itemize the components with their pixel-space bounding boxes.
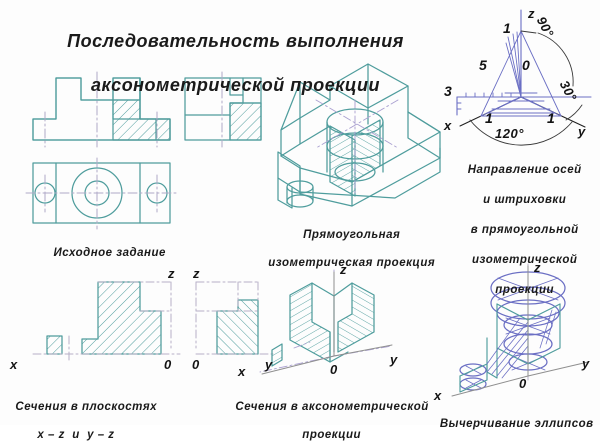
axes-value-1-top: 1 [503,20,512,36]
caption-ellipses: Вычерчивание эллипсов [428,403,598,431]
caption-isometric-line-2: изометрическая проекция [268,257,436,269]
caption-axes-line-5: проекции [495,284,555,296]
ellipses-label-y: y [582,356,590,371]
page-title-line-2: аксонометрической проекции [91,75,380,95]
axes-label-z: z [528,6,535,21]
caption-sections-axonometric-line-1: Сечения в аксонометрической [235,401,429,413]
caption-sections-axonometric-line-2: проекции [302,429,362,441]
caption-isometric: Прямоугольная изометрическая проекция [258,214,438,270]
caption-ellipses-text: Вычерчивание эллипсов [439,418,594,430]
caption-axes-line-3: в прямоугольной [470,224,579,236]
axes-value-0: 0 [522,57,531,73]
technical-drawing-sheet [25,9,592,397]
caption-sections-planes-line-2: x – z и y – z [37,429,115,441]
axes-angle-120: 120° [495,126,524,141]
sections-planes-label-z-right: z [193,266,200,281]
ellipses-label-x: x [434,388,442,403]
caption-axes-line-4: изометрической [471,254,578,266]
sections-axonometric-drawing [271,282,375,367]
page-title-line-1: Последовательность выполнения [67,31,404,51]
page-title: Последовательность выполнения аксонометр… [20,8,440,96]
front-view-drawing [32,77,171,141]
sections-axono-label-x: x [238,364,246,379]
axes-value-1-right: 1 [547,110,556,126]
caption-sections-planes: Сечения в плоскостях x – z и y – z [8,386,223,442]
axonometric-axes-diagram [456,9,592,146]
sections-planes-label-o-left: 0 [164,357,172,372]
axes-value-3: 3 [444,83,453,99]
ellipses-label-z: z [534,260,541,275]
top-view-centerlines [25,157,179,230]
caption-axes-line-2: и штриховки [483,194,567,206]
isometric-solid-drawing [277,63,441,209]
sections-planes-label-o-right: 0 [192,357,200,372]
sections-axono-label-y: y [390,352,398,367]
sections-axono-label-z: z [340,262,347,277]
sections-planes-drawing [46,281,259,355]
sections-planes-label-z-left: z [168,266,175,281]
caption-orthographic: Исходное задание [26,232,186,260]
caption-orthographic-text: Исходное задание [53,247,166,259]
axes-label-x: x [444,118,452,133]
caption-axes-direction: Направление осей и штриховки в прямоугол… [446,148,596,298]
axes-value-1-left: 1 [485,110,494,126]
front-view-centerlines [44,71,158,148]
sections-planes-label-y: y [265,357,273,372]
sections-planes-axes [32,281,277,361]
caption-isometric-line-1: Прямоугольная [303,229,401,241]
ellipse-axes [451,265,589,397]
sections-axono-label-o: 0 [330,362,338,377]
ellipses-label-o: 0 [519,376,527,391]
axes-value-5: 5 [479,57,488,73]
isometric-centerlines [315,99,399,197]
sections-planes-label-x: x [10,357,18,372]
axes-ruler-ticks [456,92,512,110]
caption-sections-axonometric: Сечения в аксонометрической проекции [228,386,428,442]
caption-sections-planes-line-1: Сечения в плоскостях [15,401,158,413]
caption-axes-line-1: Направление осей [467,164,582,176]
axes-label-y: y [578,124,586,139]
